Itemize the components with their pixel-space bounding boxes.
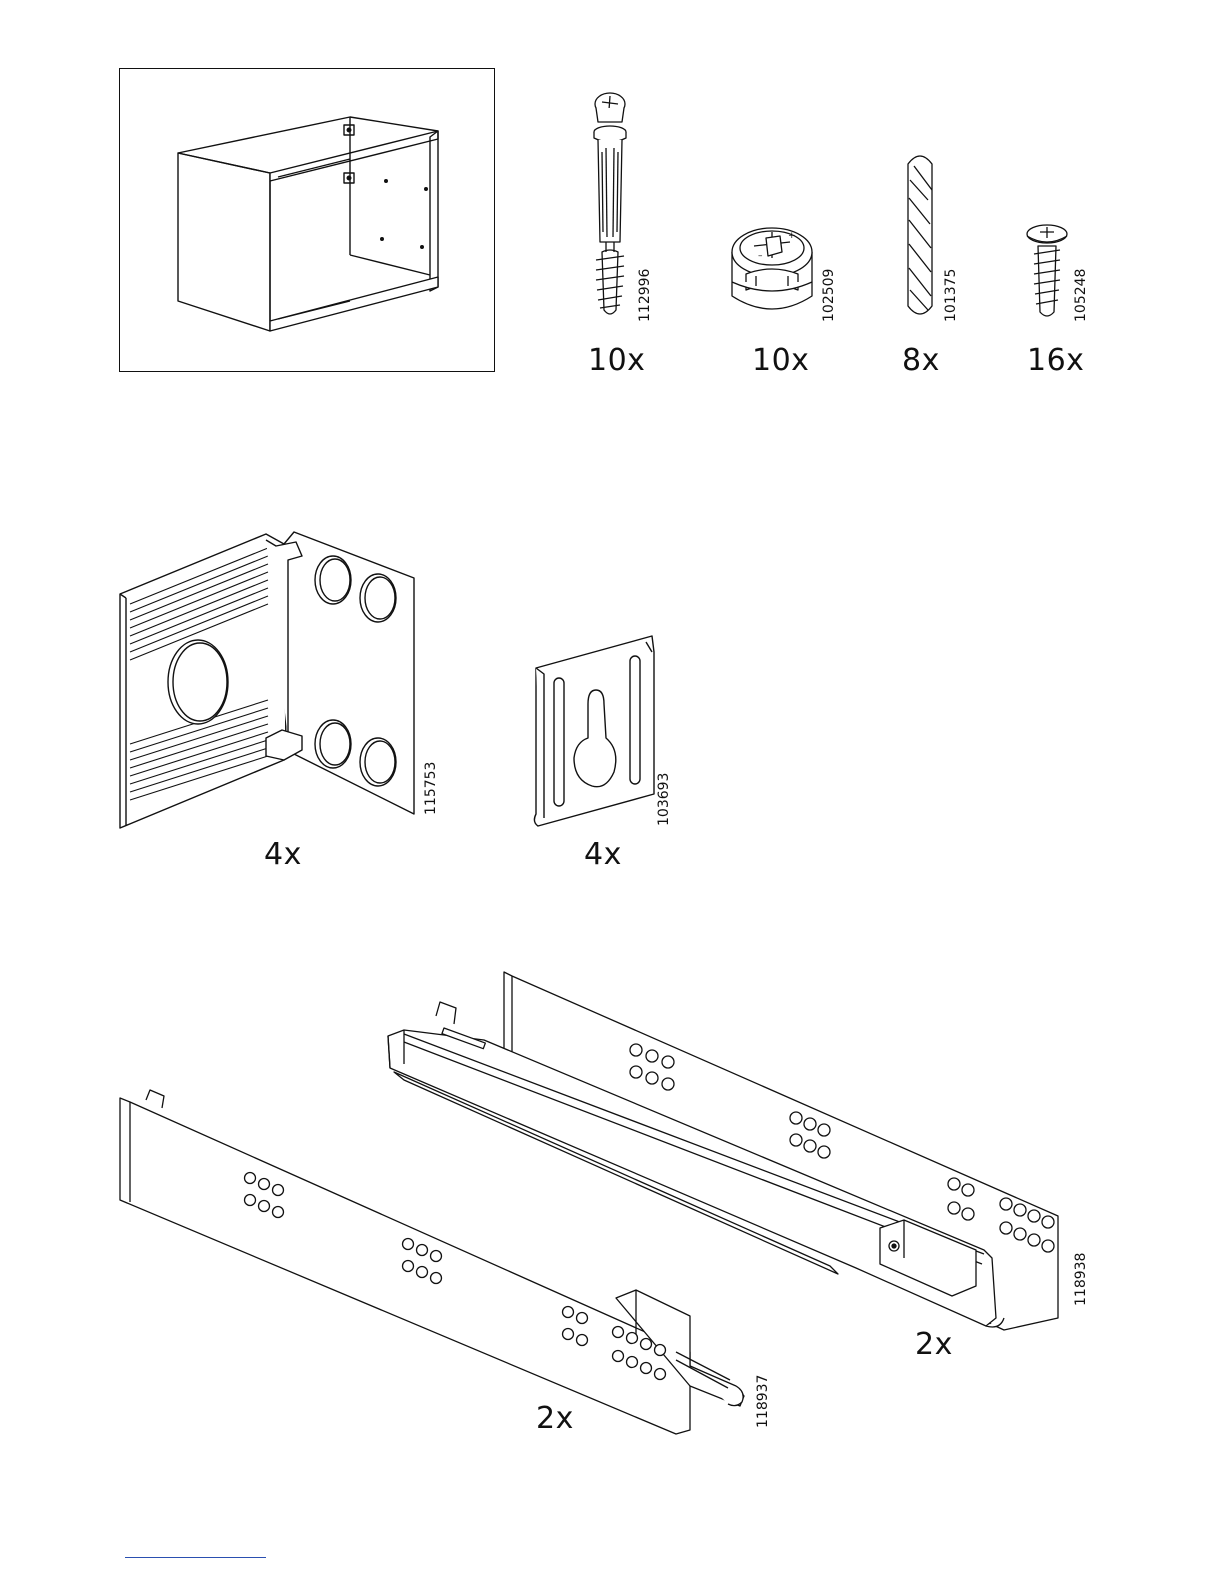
quantity-118938: 2x <box>915 1330 953 1360</box>
svg-text:+: + <box>788 231 796 241</box>
quantity-112996: 10x <box>588 346 645 376</box>
quantity-118937: 2x <box>536 1404 574 1434</box>
corner-bracket-icon <box>116 530 422 832</box>
part-code-101375: 101375 <box>944 269 958 322</box>
part-code-103693: 103693 <box>657 773 671 826</box>
quantity-105248: 16x <box>1027 346 1084 376</box>
footer-rule <box>125 1557 266 1558</box>
part-code-112996: 112996 <box>638 269 652 322</box>
mounting-plate-icon <box>530 634 660 830</box>
cabinet-overview <box>119 68 495 372</box>
screw-icon <box>1022 222 1072 322</box>
part-code-102509: 102509 <box>822 269 836 322</box>
part-code-115753: 115753 <box>424 762 438 815</box>
cam-lock-nut-icon: – + <box>728 218 818 322</box>
quantity-102509: 10x <box>752 346 809 376</box>
quantity-101375: 8x <box>902 346 940 376</box>
wooden-dowel-icon <box>900 150 940 322</box>
part-code-118938: 118938 <box>1074 1253 1088 1306</box>
drawer-rail-icon <box>116 1090 752 1436</box>
quantity-115753: 4x <box>264 840 302 870</box>
cabinet-frame-icon <box>120 69 494 371</box>
part-code-118937: 118937 <box>756 1375 770 1428</box>
part-code-105248: 105248 <box>1074 269 1088 322</box>
svg-text:–: – <box>758 251 763 261</box>
cam-bolt-icon <box>580 92 640 322</box>
quantity-103693: 4x <box>584 840 622 870</box>
